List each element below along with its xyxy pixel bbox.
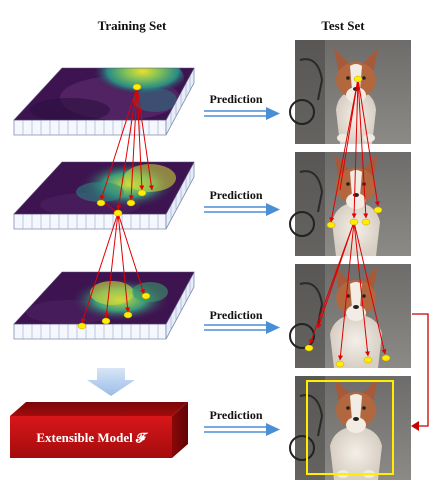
prediction-arrow-4: Prediction	[204, 408, 280, 436]
keypoint	[349, 218, 359, 226]
keypoint	[335, 360, 345, 368]
heatmap-3-surface	[14, 272, 194, 324]
heatmap-layer-3	[13, 271, 195, 340]
prediction-arrow-3: Prediction	[204, 308, 280, 334]
keypoint	[363, 356, 373, 364]
training-set-header: Training Set	[98, 18, 167, 33]
arrow-head-icon	[266, 423, 280, 436]
arrow-head-icon	[411, 421, 419, 431]
test-keypoint-connectors	[309, 78, 387, 361]
bounding-box	[306, 380, 394, 475]
keypoint	[326, 221, 336, 229]
keypoint	[361, 218, 371, 226]
keypoint	[381, 354, 391, 362]
heatmap-1-side	[13, 67, 195, 136]
keypoint	[126, 199, 136, 207]
keypoint	[353, 75, 363, 83]
keypoint	[304, 344, 314, 352]
dog-photo-3	[289, 264, 411, 368]
training-keypoint-connectors	[81, 86, 154, 324]
arrow-head-icon	[266, 107, 280, 120]
heatmap-2-surface	[14, 162, 194, 214]
keypoint	[96, 199, 106, 207]
dog-photo-2	[289, 152, 411, 256]
dog-photo-1	[289, 40, 411, 144]
down-arrow-icon	[87, 368, 135, 396]
keypoint	[137, 189, 147, 197]
prediction-label: Prediction	[209, 408, 262, 422]
prediction-label: Prediction	[209, 188, 262, 202]
keypoint	[141, 292, 151, 300]
dog-photo-4	[289, 376, 411, 480]
test-set-header: Test Set	[321, 18, 365, 33]
prediction-arrow-2: Prediction	[204, 188, 280, 216]
keypoint	[123, 311, 133, 319]
heatmap-1-surface	[14, 68, 194, 120]
training-keypoints	[77, 83, 151, 330]
prediction-arrow-1: Prediction	[204, 92, 280, 120]
prediction-label: Prediction	[209, 308, 262, 322]
keypoint	[77, 322, 87, 330]
heatmap-layer-1	[13, 67, 195, 136]
extensible-model-box: Extensible Model 𝓕	[10, 402, 188, 458]
keypoint	[113, 209, 123, 217]
feedback-connector	[411, 313, 429, 431]
arrow-head-icon	[266, 321, 280, 334]
test-keypoints	[304, 75, 391, 368]
model-label: Extensible Model 𝓕	[36, 430, 148, 445]
keypoint	[101, 317, 111, 325]
prediction-label: Prediction	[209, 92, 262, 106]
keypoint	[132, 83, 142, 91]
heatmap-layer-2	[13, 161, 195, 230]
arrow-head-icon	[266, 203, 280, 216]
keypoint	[373, 206, 383, 214]
